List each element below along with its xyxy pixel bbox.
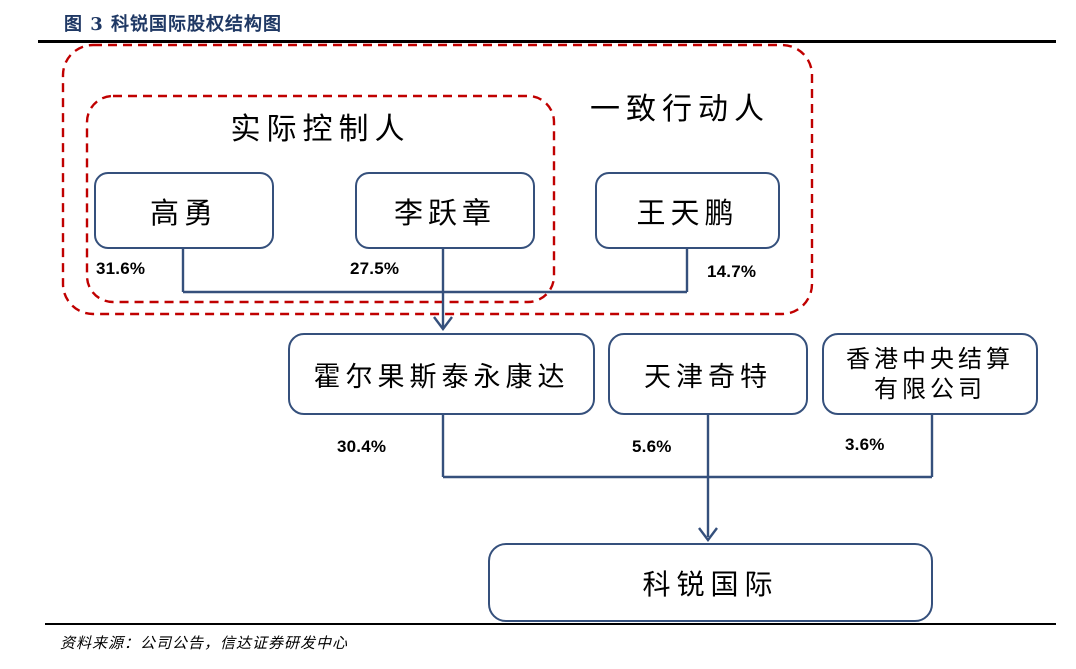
pct-huoerguosi: 30.4% xyxy=(337,437,387,456)
arrowhead-to-company xyxy=(698,527,718,542)
pct-hkscc: 3.6% xyxy=(845,435,885,454)
pct-gaoyong: 31.6% xyxy=(96,259,146,278)
pct-wangtianpeng: 14.7% xyxy=(707,262,757,281)
node-tianjinqite-label: 天津奇特 xyxy=(644,361,772,393)
node-hkscc: 香港中央结算 有限公司 xyxy=(822,333,1038,415)
pct-liyuezhang: 27.5% xyxy=(350,259,400,278)
actual-controller-label: 实际控制人 xyxy=(230,112,411,147)
figure-title: 图 3 科锐国际股权结构图 xyxy=(64,14,283,35)
node-hkscc-label-line2: 有限公司 xyxy=(874,375,986,403)
node-tianjinqite: 天津奇特 xyxy=(608,333,808,415)
node-hkscc-label: 香港中央结算 有限公司 xyxy=(846,344,1014,404)
node-wangtianpeng-label: 王天鹏 xyxy=(636,195,739,230)
source-rule xyxy=(45,623,1056,625)
node-liyuezhang: 李跃章 xyxy=(355,172,535,249)
node-huoerguosi: 霍尔果斯泰永康达 xyxy=(288,333,595,415)
pct-tianjinqite: 5.6% xyxy=(632,437,672,456)
node-wangtianpeng: 王天鹏 xyxy=(595,172,780,249)
arrowhead-to-huoerguosi xyxy=(433,316,453,331)
title-rule xyxy=(38,40,1056,43)
node-liyuezhang-label: 李跃章 xyxy=(393,195,496,230)
node-hkscc-label-line1: 香港中央结算 xyxy=(846,345,1014,373)
node-company: 科锐国际 xyxy=(488,543,933,622)
node-huoerguosi-label: 霍尔果斯泰永康达 xyxy=(313,361,570,393)
node-company-label: 科锐国际 xyxy=(642,567,779,601)
concerted-actors-label: 一致行动人 xyxy=(590,92,770,127)
node-gaoyong-label: 高勇 xyxy=(149,195,218,230)
node-gaoyong: 高勇 xyxy=(94,172,274,249)
source-note: 资料来源：公司公告，信达证券研发中心 xyxy=(60,634,349,652)
